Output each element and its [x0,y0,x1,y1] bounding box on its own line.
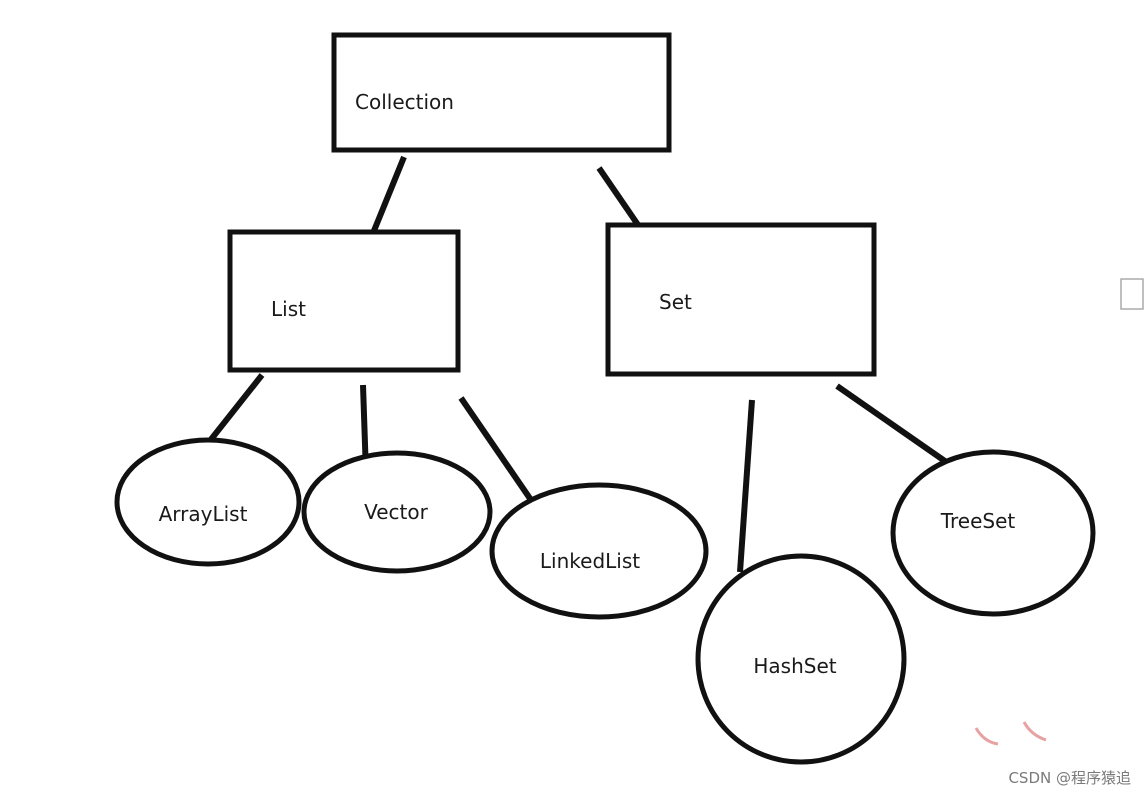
vector-label: Vector [364,500,429,524]
collection-label: Collection [355,90,454,114]
node-hashset: HashSet [695,553,907,765]
edge-set-hashset [737,399,755,573]
edge-list-linkedlist [458,396,534,502]
vector-ellipse [301,450,493,574]
set-label: Set [659,290,692,314]
treeset-label: TreeSet [940,509,1016,533]
treeset-ellipse [890,449,1096,617]
edge-list-arraylist [202,373,265,449]
collection-box [331,32,672,153]
arraylist-ellipse [114,437,302,567]
linkedlist-label: LinkedList [540,549,640,573]
hashset-label: HashSet [753,654,836,678]
node-list: List [227,229,461,373]
hashset-ellipse [695,553,907,765]
node-vector: Vector [301,450,493,574]
decorative-mark-right [1022,721,1047,742]
edge-artifact [1120,278,1144,310]
csdn-watermark: CSDN @程序猿追 [1008,769,1131,787]
list-label: List [271,297,306,321]
set-box [605,222,877,377]
node-collection: Collection [331,32,672,153]
edge-collection-list [366,155,407,245]
list-box [227,229,461,373]
node-set: Set [605,222,877,377]
node-arraylist: ArrayList [114,437,302,567]
arraylist-label: ArrayList [159,502,248,526]
linkedlist-ellipse [489,482,709,620]
decorative-mark-left [974,727,999,746]
node-treeset: TreeSet [890,449,1096,617]
node-linkedlist: LinkedList [489,482,709,620]
edge-set-treeset [835,383,954,469]
